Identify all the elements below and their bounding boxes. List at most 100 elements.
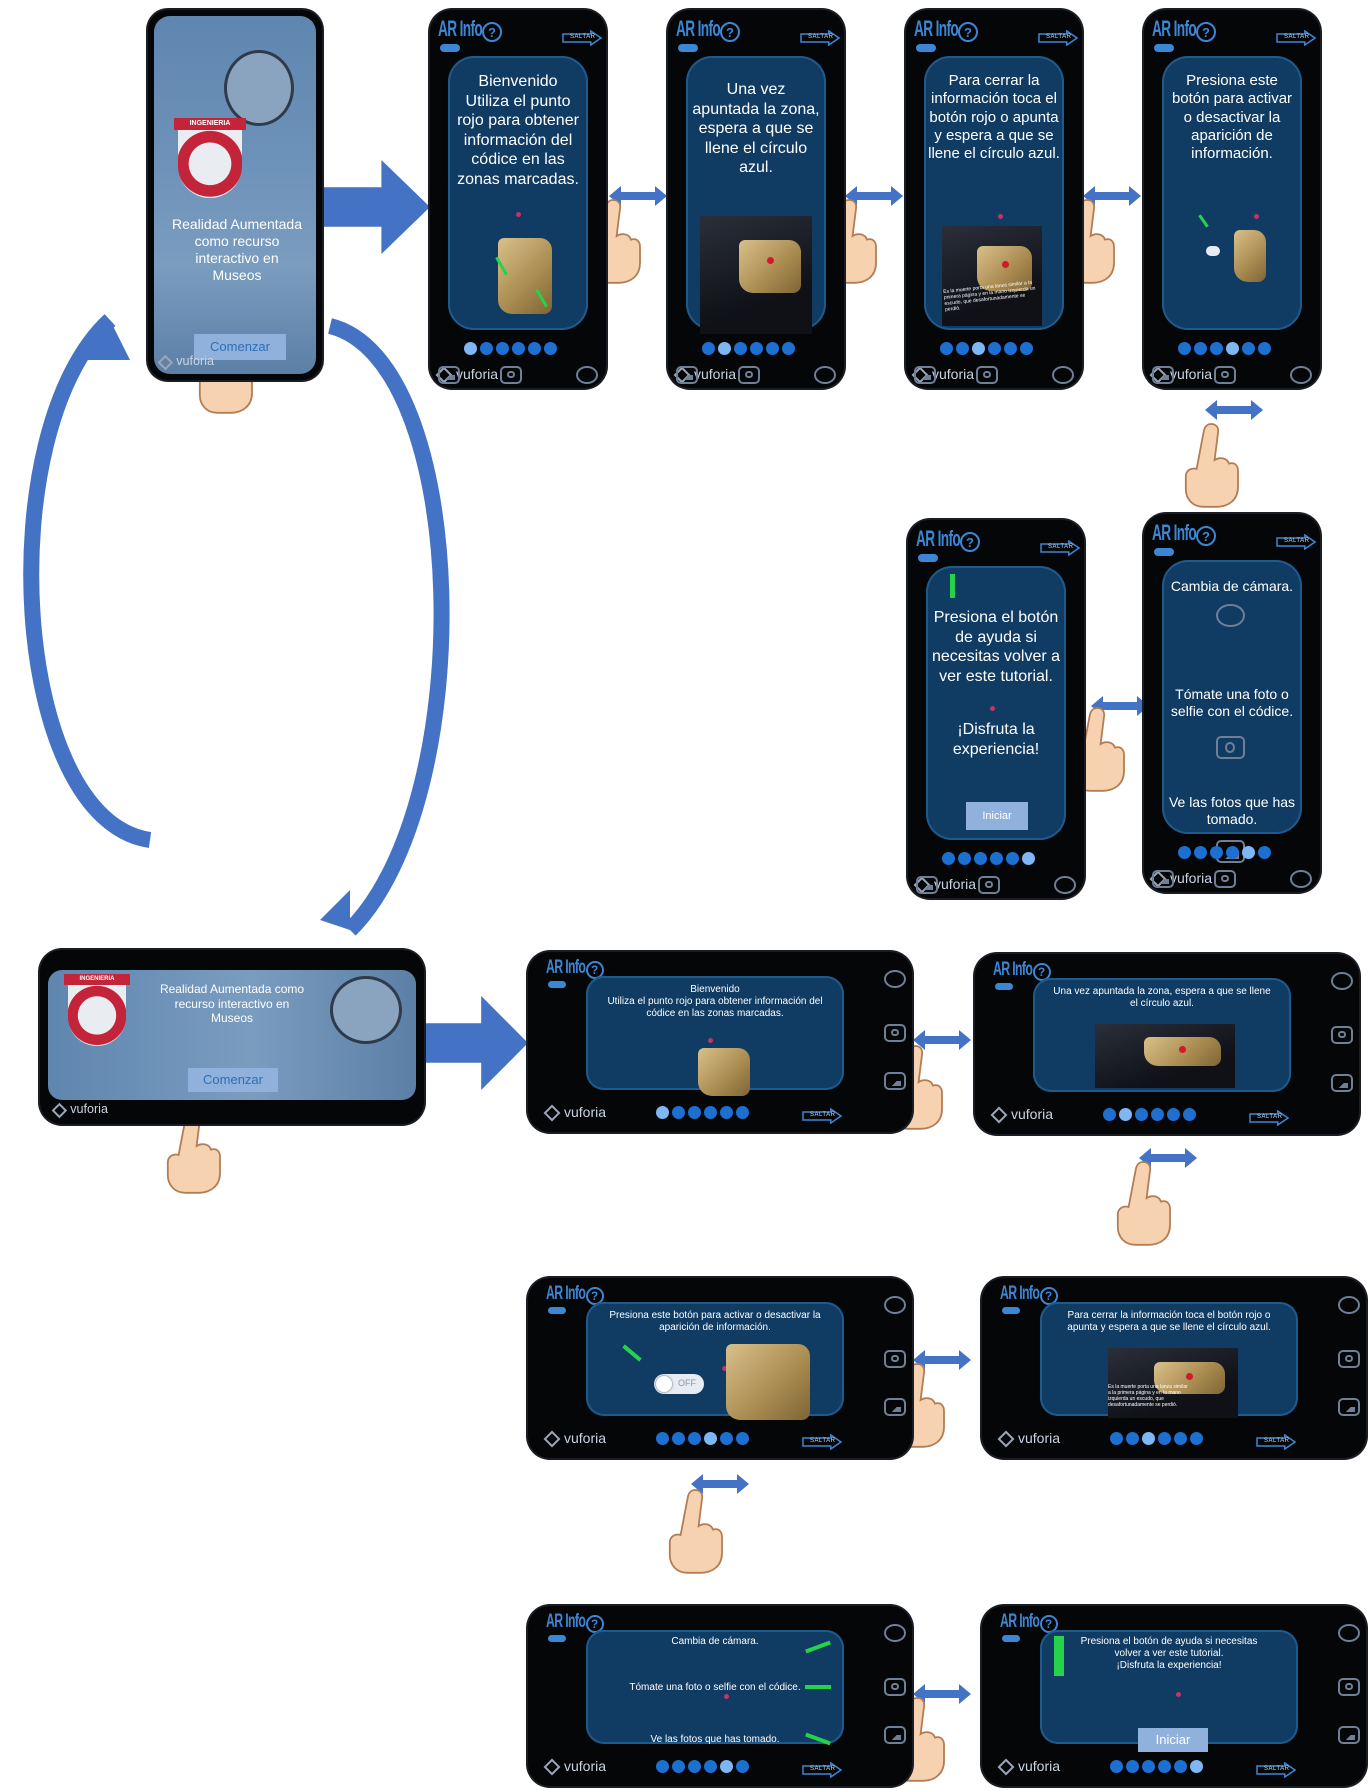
progress-dot [704, 1760, 717, 1773]
vuforia-label: vuforia [1170, 366, 1213, 382]
help-button[interactable]: ? [960, 532, 980, 552]
switch-camera-button[interactable] [884, 970, 906, 988]
tutorial-screen: Una vez apuntada la zona, espera a que s… [1033, 978, 1291, 1092]
skip-button[interactable]: SALTAR [802, 1433, 843, 1451]
skip-button[interactable]: SALTAR [562, 29, 603, 47]
gallery-button[interactable] [914, 366, 936, 384]
red-pointer [516, 212, 521, 217]
help-button[interactable]: ? [482, 22, 502, 42]
toggle-label: OFF [678, 1378, 696, 1388]
camera-button[interactable] [884, 1024, 906, 1042]
gallery-button[interactable] [884, 1398, 906, 1416]
switch-camera-button[interactable] [1290, 870, 1312, 888]
start-button[interactable]: Iniciar [1138, 1728, 1208, 1752]
help-button[interactable]: ? [1196, 526, 1216, 546]
skip-button[interactable]: SALTAR [800, 29, 841, 47]
gallery-button[interactable] [438, 366, 460, 384]
start-button[interactable]: Comenzar [194, 334, 286, 360]
gallery-button[interactable] [1152, 870, 1174, 888]
ar-info-logo: AR Info [1152, 16, 1197, 41]
skip-button[interactable]: SALTAR [1256, 1761, 1297, 1779]
ar-info-logo: AR Info [546, 1610, 586, 1632]
lens [1338, 1030, 1346, 1039]
switch-camera-button[interactable] [1290, 366, 1312, 384]
progress-dot [736, 1106, 749, 1119]
skip-button[interactable]: SALTAR [802, 1761, 843, 1779]
camera-photo: Es la muerte porta una lanza similar a l… [942, 226, 1042, 326]
instruction-text: Una vez apuntada la zona, espera a que s… [692, 81, 820, 177]
help-button[interactable]: ? [958, 22, 978, 42]
skip-label: SALTAR [1046, 34, 1072, 40]
skip-button[interactable]: SALTAR [1249, 1109, 1290, 1127]
tutorial-screen: Una vez apuntada la zona, espera a que s… [686, 56, 826, 334]
start-title: Realidad Aumentada como recurso interact… [159, 982, 305, 1026]
tutorial-screen: Presiona este botón para activar o desac… [1162, 56, 1302, 330]
camera-button[interactable] [978, 876, 1000, 894]
switch-camera-button[interactable] [1054, 876, 1076, 894]
take-photo-text: Tómate una foto o selfie con el códice. [1170, 686, 1294, 720]
progress-dot [1174, 1432, 1187, 1445]
skip-button[interactable]: SALTAR [1276, 29, 1317, 47]
camera-button[interactable] [500, 366, 522, 384]
switch-camera-button[interactable] [1331, 972, 1353, 990]
gallery-button[interactable] [1338, 1726, 1360, 1744]
camera-button[interactable] [884, 1678, 906, 1696]
gallery-button[interactable] [676, 366, 698, 384]
info-toggle-mini [548, 1307, 566, 1315]
camera-button[interactable] [976, 366, 998, 384]
help-button[interactable]: ? [720, 22, 740, 42]
skip-button[interactable]: SALTAR [1038, 29, 1079, 47]
portrait-phone-step-4: AR Info? SALTAR Presiona este botón para a… [1144, 10, 1320, 388]
green-arrow [805, 1685, 831, 1689]
mountain [888, 1406, 902, 1413]
gallery-button[interactable] [1331, 1074, 1353, 1092]
gallery-button[interactable] [1152, 366, 1174, 384]
camera-button[interactable] [1214, 870, 1236, 888]
red-pointer [1254, 214, 1259, 219]
switch-camera-button[interactable] [576, 366, 598, 384]
start-button[interactable]: Iniciar [966, 802, 1028, 830]
progress-dot [720, 1432, 733, 1445]
progress-dot [1126, 1432, 1139, 1445]
progress-dot [1158, 1432, 1171, 1445]
gallery-button[interactable] [884, 1072, 906, 1090]
skip-button[interactable]: SALTAR [802, 1107, 843, 1125]
switch-camera-button[interactable] [884, 1296, 906, 1314]
camera-button[interactable] [738, 366, 760, 384]
help-button[interactable]: ? [1196, 22, 1216, 42]
camera-button[interactable] [1338, 1350, 1360, 1368]
camera-button[interactable] [1214, 366, 1236, 384]
switch-camera-icon[interactable] [1216, 604, 1245, 628]
vuforia-label: vuforia [1018, 1758, 1061, 1774]
tap-hand-icon [1116, 1161, 1171, 1246]
instruction-text: Presiona el botón de ayuda si necesitas … [1080, 1636, 1258, 1672]
skip-button[interactable]: SALTAR [1040, 539, 1081, 557]
start-button[interactable]: Comenzar [188, 1068, 278, 1092]
info-toggle[interactable]: OFF [654, 1374, 704, 1394]
progress-dot [480, 342, 493, 355]
switch-camera-button[interactable] [1052, 366, 1074, 384]
swipe-arrow [913, 1684, 971, 1704]
switch-camera-button[interactable] [814, 366, 836, 384]
skip-button[interactable]: SALTAR [1256, 1433, 1297, 1451]
instruction-text: Presiona este botón para activar o desac… [1171, 72, 1293, 163]
info-toggle-mini [918, 554, 938, 562]
camera-button[interactable] [884, 1350, 906, 1368]
tutorial-screen: Cambia de cámara.Tómate una foto o selfi… [1162, 560, 1302, 864]
progress-dot [1135, 1108, 1148, 1121]
skip-arrow-icon [802, 1107, 843, 1125]
camera-button[interactable] [1331, 1026, 1353, 1044]
gallery-button[interactable] [916, 876, 938, 894]
camera-button[interactable] [1338, 1678, 1360, 1696]
camera-icon[interactable] [1216, 736, 1245, 760]
skip-button[interactable]: SALTAR [1276, 533, 1317, 551]
gallery-button[interactable] [1338, 1398, 1360, 1416]
gallery-button[interactable] [884, 1726, 906, 1744]
switch-camera-button[interactable] [884, 1624, 906, 1642]
switch-camera-button[interactable] [1338, 1296, 1360, 1314]
red-pointer [722, 1366, 727, 1371]
info-toggle-mini [1002, 1307, 1020, 1315]
tutorial-screen: Presiona el botón de ayuda si necesitas … [1040, 1630, 1298, 1752]
switch-camera-button[interactable] [1338, 1624, 1360, 1642]
